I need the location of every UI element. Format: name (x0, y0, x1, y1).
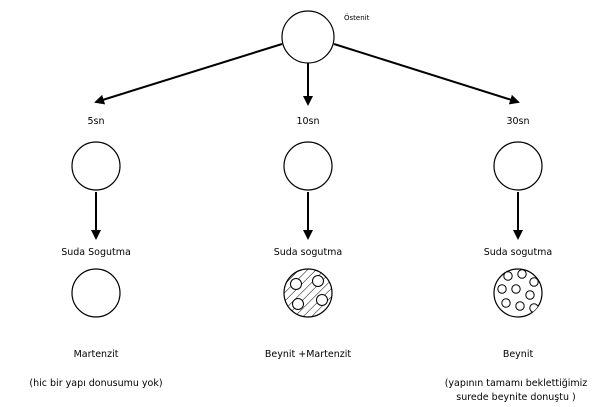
note-line-30sn-1: (yapının tamamı beklettiğimiz (445, 378, 588, 389)
quench-label-30sn: Suda sogutma (484, 247, 553, 258)
arrow-to-5sn (94, 43, 283, 105)
note-line-5sn-1: (hic bir yapı donusumu yok) (29, 378, 162, 389)
hold-circle-30sn (493, 141, 543, 191)
time-label-30sn: 30sn (506, 116, 529, 127)
quench-label-10sn: Suda sogutma (274, 247, 343, 258)
note-line-30sn-2: surede beynite donuştu ) (456, 392, 575, 403)
result-label-beynit-martenzit: Beynit +Martenzit (265, 349, 351, 360)
austenite-circle (281, 10, 335, 64)
structure-circle-beynit (493, 268, 543, 318)
structure-circle-martenzit (71, 268, 121, 318)
austenite-label: Östenit (344, 13, 370, 22)
result-label-beynit: Beynit (503, 349, 534, 360)
time-label-10sn: 10sn (296, 116, 319, 127)
arrow-to-30sn (333, 43, 520, 105)
branch-10sn: 10sn Suda sogutma Beynit +Martenzit (265, 116, 351, 360)
result-label-martenzit: Martenzit (74, 349, 119, 360)
branch-30sn: 30sn Suda sogutma Beynit (yapının tamamı… (445, 116, 588, 403)
hold-circle-5sn (71, 141, 121, 191)
time-label-5sn: 5sn (87, 116, 104, 127)
quench-label-5sn: Suda Sogutma (61, 247, 131, 258)
hold-circle-10sn (283, 141, 333, 191)
branch-5sn: 5sn Suda Sogutma Martenzit (hic bir yapı… (29, 116, 162, 389)
structure-circle-beynit-martenzit (283, 268, 333, 318)
